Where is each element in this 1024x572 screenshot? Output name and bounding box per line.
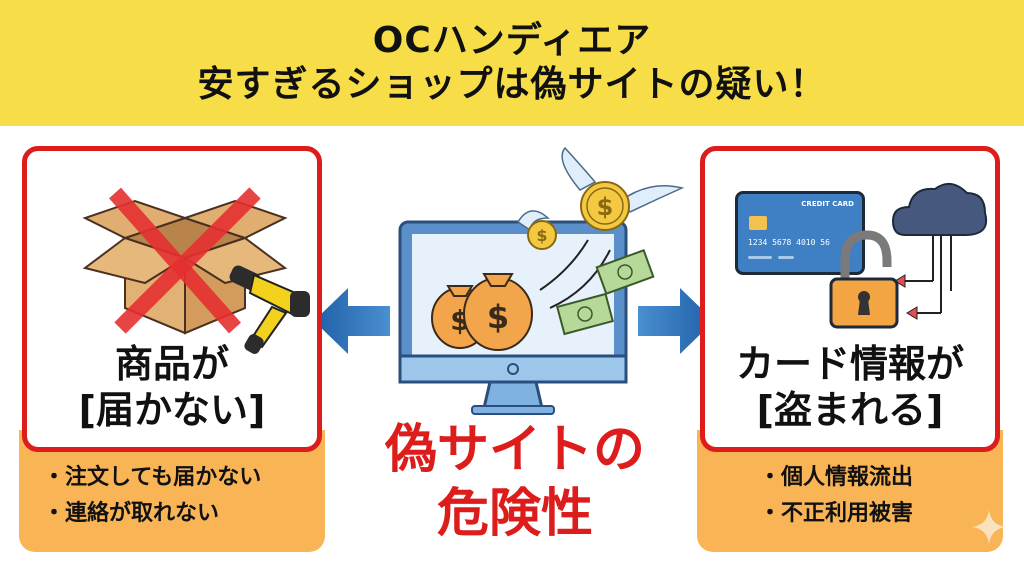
header-title-line1: OCハンディエア	[372, 20, 652, 61]
card-label: CREDIT CARD	[801, 200, 854, 208]
computer-monitor-icon: $ $ $ $	[398, 146, 685, 415]
flying-coin-icon: $ $	[516, 146, 685, 250]
right-bullet-2: ・不正利用被害	[759, 501, 914, 526]
center-title-line1: 偽サイトの	[384, 420, 645, 480]
banknote-icon	[556, 249, 655, 336]
center-title-line2: 危険性	[436, 484, 593, 544]
cloud-icon	[891, 182, 987, 320]
header-title-line2: 安すぎるショップは偽サイトの疑い！	[197, 64, 827, 105]
header-banner: OCハンディエア 安すぎるショップは偽サイトの疑い！	[0, 0, 1024, 126]
svg-text:$: $	[487, 298, 509, 336]
svg-text:$: $	[597, 193, 614, 221]
right-panel-title-line1: カード情報が	[735, 342, 964, 386]
left-panel-not-delivered: 商品が [届かない]	[22, 146, 322, 452]
card-number: 1234 5678 4010 56	[748, 238, 830, 247]
left-panel-title-line1: 商品が	[114, 342, 229, 386]
arrow-left-icon	[314, 288, 390, 354]
left-bullet-1: ・注文しても届かない	[43, 465, 262, 490]
center-title: 偽サイトの 危険性	[340, 418, 690, 546]
right-panel-title-line2: [盗まれる]	[756, 388, 944, 432]
cordless-handy-vacuum-icon	[229, 265, 310, 354]
padlock-open-icon	[829, 230, 899, 329]
left-panel-title-line2: [届かない]	[78, 388, 266, 432]
right-bullet-1: ・個人情報流出	[759, 465, 914, 490]
red-x-icon	[109, 187, 261, 334]
sparkle-icon	[972, 510, 1006, 544]
cardboard-box-icon	[82, 187, 288, 335]
right-panel-card-stolen: CREDIT CARD 1234 5678 4010 56 カード情報が [盗ま…	[700, 146, 1000, 452]
card-chip-icon	[749, 216, 767, 230]
left-bullet-2: ・連絡が取れない	[43, 501, 220, 526]
svg-text:$: $	[536, 226, 547, 245]
arrow-right-icon	[638, 288, 714, 354]
money-bag-icon: $ $	[431, 273, 533, 351]
